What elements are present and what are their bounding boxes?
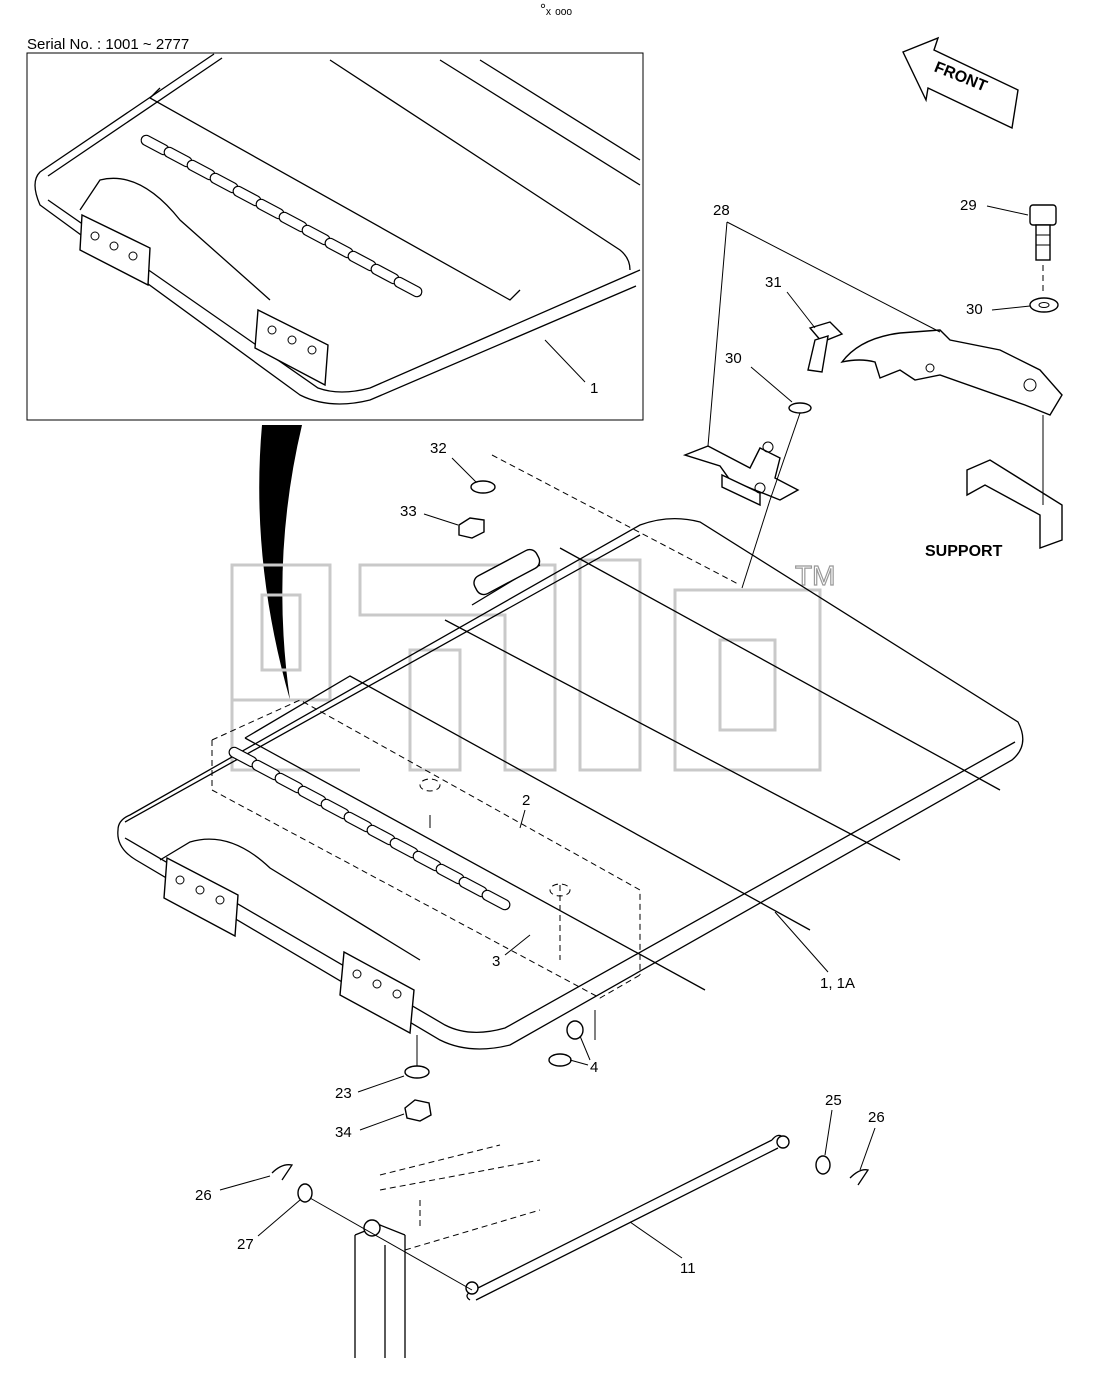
callout-34: 34 [335,1124,352,1141]
callout-28: 28 [713,202,730,219]
inset-frame [26,52,644,421]
hidden-part-outline [211,699,641,999]
grommets-4 [548,1020,584,1067]
inset-callout-1: 1 [590,380,598,397]
callout-27: 27 [237,1236,254,1253]
callout-25: 25 [825,1092,842,1109]
main-vent-slots [228,746,511,911]
nut-34 [404,1099,432,1122]
latch-bracket [682,441,800,507]
callout-3: 3 [492,953,500,970]
inset-vent-slots [140,134,423,298]
support-bracket [966,459,1063,549]
callout-26-right: 26 [868,1109,885,1126]
watermark-logo: TM [230,558,836,772]
support-rod-11 [465,1134,790,1301]
main-hinge-right [339,950,415,1035]
main-hood [117,518,1024,1050]
callout-32: 32 [430,440,447,457]
inset-hood-illustration [34,53,641,405]
washer-32 [470,480,496,494]
washer-30-right [1029,297,1059,313]
inset-panel: Serial No. : 1001 ~ 2777 [26,36,644,421]
latch-hook [840,329,1063,416]
front-arrow: FRONT [902,36,1019,130]
top-mark: °ₓ ₒₒₒ [540,1,572,18]
inset-hinge-right [254,308,329,387]
callout-23: 23 [335,1085,352,1102]
callout-30-left: 30 [725,350,742,367]
cotter-pin-26-right [849,1169,870,1186]
cotter-pin-26-left [271,1164,294,1181]
main-hinge-left [163,856,239,938]
inset-hinge-left [79,213,151,287]
callout-31: 31 [765,274,782,291]
washer-30-left [788,402,812,414]
callout-1-1a: 1, 1A [820,975,855,992]
inset-pointer [259,425,302,700]
washer-23 [404,1065,430,1079]
callout-2: 2 [522,792,530,809]
callout-33: 33 [400,503,417,520]
watermark-trademark: TM [795,560,835,591]
serial-number-label: Serial No. : 1001 ~ 2777 [27,36,189,53]
washer-27 [297,1183,313,1203]
callout-11: 11 [680,1260,696,1277]
bolt-31 [807,321,844,373]
callout-29: 29 [960,197,977,214]
frame-post [309,1144,541,1358]
support-label: SUPPORT [925,543,1003,560]
callout-30-right: 30 [966,301,983,318]
bolt-29 [1029,204,1057,261]
callout-26-left: 26 [195,1187,212,1204]
callout-4: 4 [590,1059,598,1076]
nut-33 [458,517,485,539]
washer-25 [815,1155,831,1175]
